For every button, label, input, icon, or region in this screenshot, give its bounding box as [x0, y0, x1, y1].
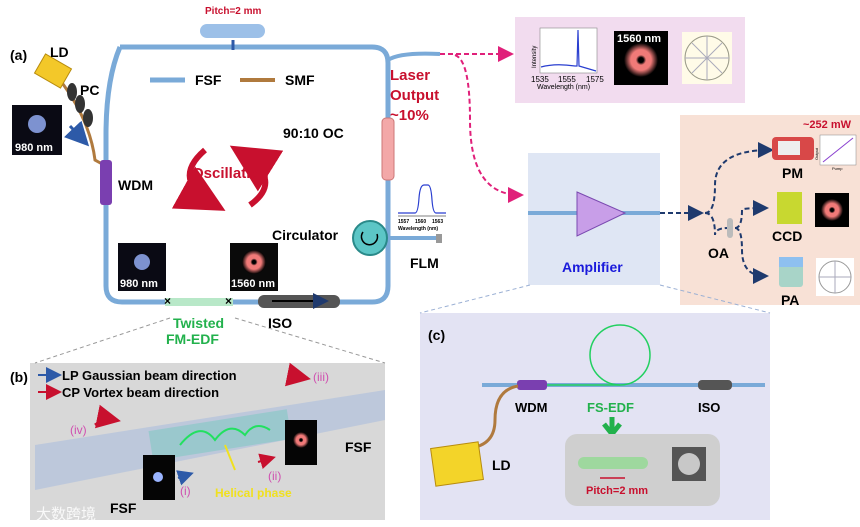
fsf-legend-label: FSF: [195, 72, 222, 88]
fsf-right-label: FSF: [345, 439, 372, 455]
helical-phase-label: Helical phase: [215, 486, 292, 500]
oscillation-label: Oscillation: [192, 165, 269, 182]
laser-output-line2: Output: [390, 87, 439, 104]
ccd-camera: [777, 192, 802, 224]
panel-c-pitch-label: Pitch=2 mm: [586, 485, 648, 497]
output-tick-1555: 1555: [558, 75, 576, 84]
panel-c-iso-label: ISO: [698, 400, 720, 415]
pm-label: PM: [782, 165, 803, 181]
pc-label: PC: [80, 82, 99, 98]
panel-c-iso: [698, 380, 732, 390]
legend-lp-gaussian: LP Gaussian beam direction: [62, 368, 237, 383]
amplifier-label: Amplifier: [562, 259, 623, 275]
output-spectrum-xlabel: Wavelength (nm): [537, 84, 590, 91]
pitch-inset-fiber: [578, 457, 648, 469]
power-label: ~252 mW: [803, 119, 852, 131]
panel-a-label: (a): [10, 47, 27, 63]
panel-b-label: (b): [10, 369, 28, 385]
oscillation-arrow-right: [229, 145, 284, 208]
mode-980-label: 980 nm: [120, 278, 158, 290]
mark-i: (i): [180, 484, 191, 498]
panel-c-wdm-label: WDM: [515, 400, 548, 415]
flm-tick-1560: 1560: [415, 219, 426, 225]
optical-attenuator: [727, 218, 733, 238]
twisted-edf: [165, 298, 233, 306]
legend-cp-vortex: CP Vortex beam direction: [62, 385, 219, 400]
circulator: [352, 220, 388, 256]
twisted-fiber-inset: [200, 24, 265, 38]
mark-iii: (iii): [313, 370, 329, 384]
pm-plot-xlabel: Pump: [832, 166, 843, 171]
circulator-label: Circulator: [272, 227, 339, 243]
pm-plot-ylabel: Output: [814, 147, 819, 160]
wdm-label: WDM: [118, 177, 153, 193]
smf-legend-label: SMF: [285, 72, 315, 88]
amplifier-triangle: [576, 191, 627, 237]
oscillation-arrow-left: [171, 147, 226, 211]
iso-label: ISO: [268, 315, 292, 331]
flm-spectrum-trace: [398, 184, 446, 214]
ld-label: LD: [50, 44, 69, 60]
laser-output-line3: ~10%: [390, 107, 429, 124]
fs-edf-label: FS-EDF: [587, 400, 634, 415]
laser-diode: [33, 53, 73, 89]
edf-label-line1: Twisted: [173, 315, 224, 331]
mark-ii: (ii): [268, 469, 281, 483]
ccd-label: CCD: [772, 228, 802, 244]
mode-1560-label: 1560 nm: [231, 278, 275, 290]
amplifier-feed-arrow: [454, 54, 524, 203]
panel-c-label: (c): [428, 327, 445, 343]
flm-tick-1557: 1557: [398, 219, 409, 225]
flm-xlabel: Wavelength (nm): [398, 226, 438, 232]
wdm-component: [100, 160, 112, 205]
fsf-left-label: FSF: [110, 500, 137, 516]
panel-c-laser-diode: [430, 441, 484, 487]
oa-label: OA: [708, 245, 729, 261]
output-mode-label: 1560 nm: [617, 33, 661, 45]
circulator-arrow-icon: [360, 231, 379, 246]
watermark: 大数跨境: [36, 505, 96, 523]
output-coupler: [381, 117, 395, 181]
panel-c-ld-label: LD: [492, 457, 511, 473]
flm-tick-1563: 1563: [432, 219, 443, 225]
flm-label: FLM: [410, 255, 439, 271]
laser-output-line1: Laser: [390, 67, 430, 84]
output-tick-1535: 1535: [531, 75, 549, 84]
panel-c-wdm: [517, 380, 547, 390]
output-spectrum-trace: [540, 29, 597, 72]
mark-iv: (iv): [70, 423, 87, 437]
oc-label: 90:10 OC: [283, 125, 344, 141]
ring-fiber: [103, 44, 391, 305]
output-spectrum-ylabel: Intensity: [532, 46, 538, 68]
pitch-label: Pitch=2 mm: [205, 6, 262, 17]
edf-label-line2: FM-EDF: [166, 331, 219, 347]
pump-mode-label: 980 nm: [15, 142, 53, 154]
output-tick-1575: 1575: [586, 75, 604, 84]
pa-label: PA: [781, 292, 799, 308]
splice-mark-right: ×: [225, 294, 232, 308]
splice-mark-left: ×: [164, 294, 171, 308]
